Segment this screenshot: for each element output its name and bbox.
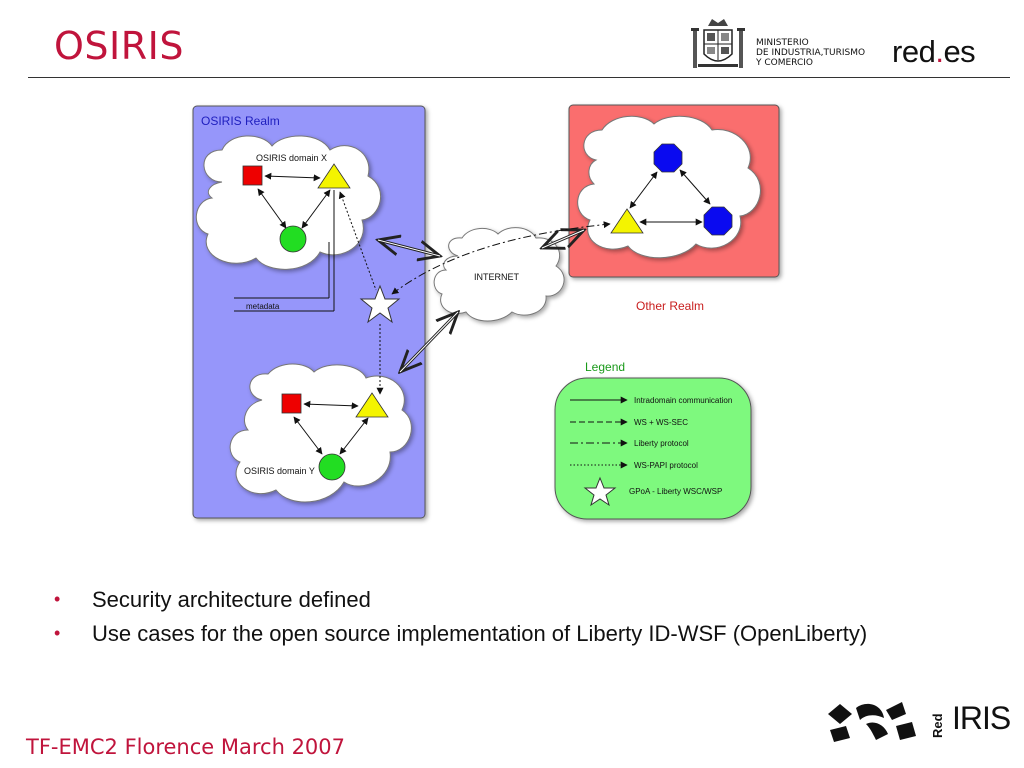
bullet-glyph: • <box>54 589 61 609</box>
title-divider <box>28 77 1010 78</box>
bullet-item: •Use cases for the open source implement… <box>54 621 868 646</box>
ministry-name: MINISTERIO DE INDUSTRIA,TURISMO Y COMERC… <box>756 38 866 68</box>
bullet-glyph: • <box>54 623 61 643</box>
gpoa-star-icon <box>359 284 401 324</box>
legend-item-gpoa: GPoA - Liberty WSC/WSP <box>629 487 722 496</box>
other-realm-label: Other Realm <box>636 299 704 313</box>
rediris-main-text: IRIS <box>952 700 1011 736</box>
bullet-item: •Security architecture defined <box>54 587 371 612</box>
rediris-small-text: Red <box>930 713 945 738</box>
other-realm-cloud <box>577 115 761 259</box>
domain-x-red-node <box>242 165 263 186</box>
domain-x-triangle-node <box>317 163 351 189</box>
coat-of-arms-logo <box>691 19 745 68</box>
other-realm-triangle-node <box>610 208 644 234</box>
osiris-realm-label: OSIRIS Realm <box>201 114 280 128</box>
redes-logo: red.es <box>892 34 976 69</box>
domain-y-label: OSIRIS domain Y <box>244 466 315 476</box>
footer-text: TF-EMC2 Florence March 2007 <box>26 735 346 759</box>
legend-item-liberty: Liberty protocol <box>634 439 689 448</box>
other-realm-top-node <box>653 143 683 173</box>
legend-item-ws-papi: WS-PAPI protocol <box>634 461 698 470</box>
legend-title: Legend <box>585 360 625 374</box>
legend-item-intradomain: Intradomain communication <box>634 396 732 405</box>
legend-item-ws-sec: WS + WS-SEC <box>634 418 688 427</box>
metadata-label: metadata <box>246 302 280 311</box>
domain-y-red-node <box>281 393 302 414</box>
bullet-list: •Security architecture defined •Use case… <box>54 586 914 654</box>
internet-label: INTERNET <box>474 272 520 282</box>
rediris-emblem-logo <box>828 702 916 742</box>
domain-x-label: OSIRIS domain X <box>256 153 327 163</box>
domain-y-triangle-node <box>355 392 389 418</box>
legend-panel <box>554 377 752 520</box>
domain-x-green-node <box>279 225 307 253</box>
legend-star-icon <box>583 476 617 507</box>
other-realm-right-node <box>703 206 733 236</box>
slide-title: OSIRIS <box>54 24 184 68</box>
domain-y-green-node <box>318 453 346 481</box>
